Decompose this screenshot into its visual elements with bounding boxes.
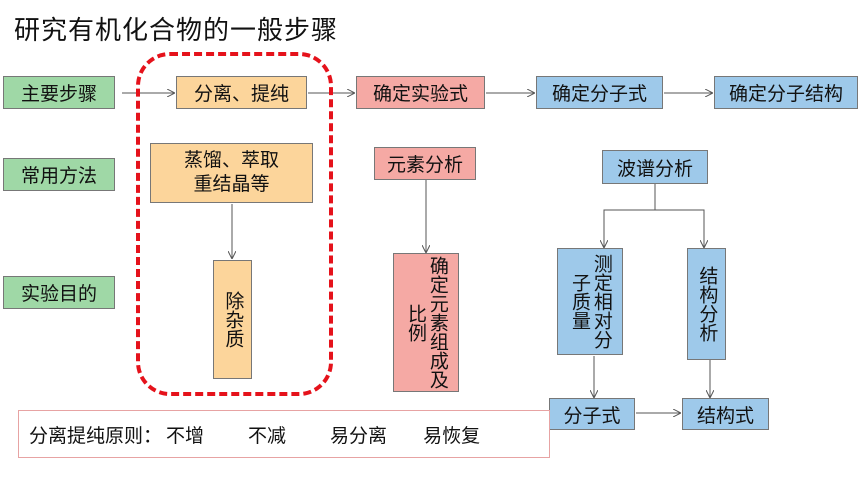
step-determine-empirical: 确定实验式 xyxy=(356,76,485,109)
principle-item-4: 易恢复 xyxy=(423,424,481,447)
method-distill-extract: 蒸馏、萃取 重结晶等 xyxy=(150,143,313,203)
spectral-branch xyxy=(603,184,705,246)
step-determine-structure: 确定分子结构 xyxy=(714,76,858,109)
step-separate-purify: 分离、提纯 xyxy=(176,76,307,109)
method-structure-analysis: 结构分析 xyxy=(687,248,726,360)
principle-item-2: 不减 xyxy=(248,424,287,447)
method-spectral-analysis: 波谱分析 xyxy=(602,150,708,184)
principle-item-3: 易分离 xyxy=(330,424,388,447)
principle-label: 分离提纯原则： xyxy=(29,424,163,447)
principle-item-1: 不增 xyxy=(166,424,205,447)
dashed-highlight-frame xyxy=(136,52,333,396)
row-label-main-steps: 主要步骤 xyxy=(3,76,115,109)
purpose-element-composition: 确定元素组成及比例 xyxy=(393,253,459,392)
step-determine-molecular: 确定分子式 xyxy=(536,76,663,109)
row-label-common-methods: 常用方法 xyxy=(3,158,115,191)
page-title: 研究有机化合物的一般步骤 xyxy=(14,16,339,46)
purpose-remove-impurities: 除杂质 xyxy=(213,260,252,379)
separation-principle-box: 分离提纯原则： 不增 不减 易分离 易恢复 xyxy=(18,410,550,458)
result-structural-formula: 结构式 xyxy=(682,398,769,430)
row-label-experiment-purpose: 实验目的 xyxy=(3,276,115,309)
result-molecular-formula: 分子式 xyxy=(549,398,635,430)
method-measure-molar-mass: 测定相对分子质量 xyxy=(557,248,623,355)
method-distill-extract-line1: 蒸馏、萃取 xyxy=(183,149,279,172)
method-distill-extract-line2: 重结晶等 xyxy=(193,173,270,195)
method-elemental-analysis: 元素分析 xyxy=(374,147,476,180)
